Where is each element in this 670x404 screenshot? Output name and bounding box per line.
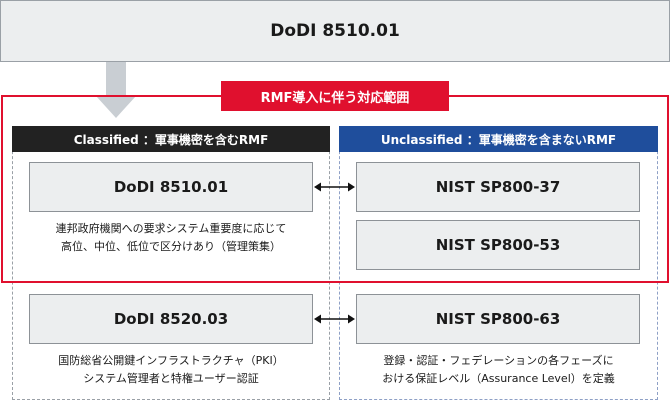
- rmf-scope-label: RMF導入に伴う対応範囲: [221, 81, 449, 111]
- dodi-8510-desc-line1: 連邦政府機関への要求システム重要度に応じて: [55, 222, 287, 235]
- nist-800-63-description: 登録・認証・フェデレーションの各フェーズに おける保証レベル（Assurance…: [339, 352, 658, 388]
- nist-800-53-box: NIST SP800-53: [356, 220, 640, 270]
- dodi-8510-description: 連邦政府機関への要求システム重要度に応じて 高位、中位、低位で区分けあり（管理策…: [12, 220, 330, 256]
- top-title: DoDI 8510.01: [270, 21, 400, 41]
- classified-header-label: Classified ：軍事機密を含むRMF: [73, 132, 269, 147]
- rmf-scope-label-text: RMF導入に伴う対応範囲: [260, 90, 410, 106]
- top-title-box: DoDI 8510.01: [0, 0, 670, 62]
- nist-800-63-desc-line1: 登録・認証・フェデレーションの各フェーズに: [383, 354, 614, 367]
- dodi-8510-box: DoDI 8510.01: [29, 162, 313, 212]
- nist-800-37-box: NIST SP800-37: [356, 162, 640, 212]
- nist-800-63-desc-line2: おける保証レベル（Assurance Level）を定義: [382, 372, 615, 385]
- unclassified-header-label: Unclassified ：軍事機密を含まないRMF: [380, 132, 617, 147]
- unclassified-header: Unclassified ：軍事機密を含まないRMF: [339, 126, 658, 152]
- dodi-8520-title: DoDI 8520.03: [113, 310, 229, 328]
- dodi-8520-desc-line1: 国防総省公開鍵インフラストラクチャ（PKI）: [58, 354, 284, 367]
- dodi-8510-title: DoDI 8510.01: [113, 178, 229, 196]
- down-arrow-icon: [96, 62, 136, 118]
- double-arrow-icon: [314, 182, 355, 192]
- nist-800-63-box: NIST SP800-63: [356, 294, 640, 344]
- nist-800-63-title: NIST SP800-63: [435, 310, 561, 328]
- dodi-8520-box: DoDI 8520.03: [29, 294, 313, 344]
- classified-header: Classified ：軍事機密を含むRMF: [12, 126, 330, 152]
- nist-800-37-title: NIST SP800-37: [435, 178, 561, 196]
- nist-800-53-title: NIST SP800-53: [435, 236, 561, 254]
- double-arrow-icon: [314, 314, 355, 324]
- dodi-8520-desc-line2: システム管理者と特権ユーザー認証: [83, 372, 259, 385]
- dodi-8520-description: 国防総省公開鍵インフラストラクチャ（PKI） システム管理者と特権ユーザー認証: [12, 352, 330, 388]
- dodi-8510-desc-line2: 高位、中位、低位で区分けあり（管理策集）: [61, 240, 281, 253]
